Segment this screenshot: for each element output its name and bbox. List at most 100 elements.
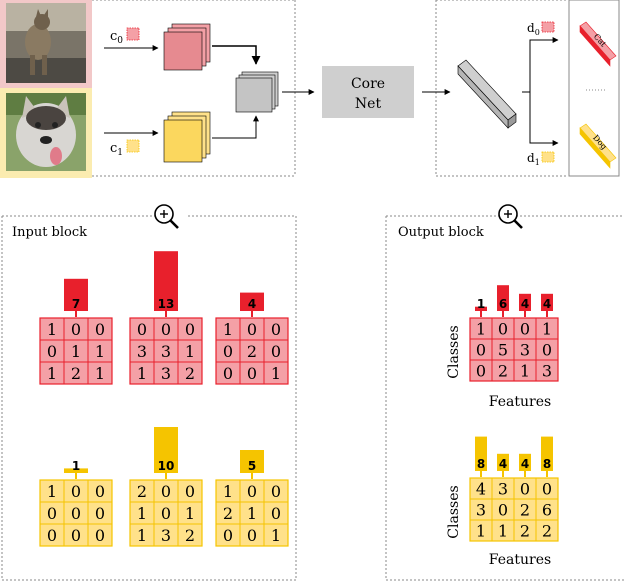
output-red-cell-value: 1: [476, 320, 486, 339]
output-red-bar: [541, 293, 553, 311]
output-yellow-bar: [497, 453, 509, 471]
output-red-cell-value: 0: [476, 341, 486, 360]
input-yellow-cell-value: 3: [161, 526, 171, 545]
c1-label: c1: [110, 141, 123, 158]
input-red-cell-value: 0: [223, 364, 233, 383]
input-red-cell-value: 1: [137, 364, 147, 383]
output-yellow-cell-value: 2: [520, 501, 530, 520]
core-net-label-1: Core: [351, 76, 385, 92]
output-red-bar: [497, 285, 509, 311]
output-yellow-cell-value: 2: [520, 522, 530, 541]
input-red-cell-value: 1: [95, 364, 105, 383]
output-yellow-ylabel: Classes: [446, 485, 462, 538]
input-red-bar-label: 4: [248, 297, 256, 311]
red-feature-stack: [163, 23, 211, 71]
input-red-cell-value: 3: [137, 342, 147, 361]
output-yellow-cell-value: 0: [542, 480, 552, 499]
output-yellow-cell-value: 4: [476, 480, 486, 499]
input-yellow-cell-value: 1: [185, 504, 195, 523]
input-red-cell-value: 1: [95, 342, 105, 361]
input-red-cell-value: 0: [271, 342, 281, 361]
input-red-cell-value: 1: [271, 364, 281, 383]
input-red-cell-value: 0: [247, 320, 257, 339]
output-yellow-bar-label: 4: [499, 457, 507, 471]
core-net-label-2: Net: [355, 96, 382, 112]
output-yellow-bar: [519, 453, 531, 471]
input-red-cell-value: 2: [71, 364, 81, 383]
input-yellow-bar-label: 5: [248, 459, 256, 473]
cat-photo-icon: [6, 3, 86, 83]
output-yellow-cell-value: 2: [542, 522, 552, 541]
output-yellow-bar-label: 8: [543, 457, 551, 471]
input-yellow-cell-value: 0: [95, 504, 105, 523]
input-yellow-grid-bg: [215, 479, 289, 547]
c0-label: c0: [110, 29, 123, 46]
input-red-bar: [64, 278, 88, 311]
input-yellow-cell-value: 0: [71, 504, 81, 523]
c0-grid-icon: [126, 27, 140, 41]
input-yellow-cell-value: 2: [137, 482, 147, 501]
output-yellow-bar-label: 8: [477, 457, 485, 471]
input-images-panel: [0, 0, 92, 178]
output-yellow-cell-value: 1: [498, 522, 508, 541]
output-red-bar-label: 4: [521, 297, 529, 311]
input-red-cell-value: 0: [137, 320, 147, 339]
arrow-d0: [529, 37, 559, 92]
input-yellow-cell-value: 0: [185, 482, 195, 501]
core-net-box: [322, 66, 414, 118]
input-yellow-cell-value: 0: [247, 482, 257, 501]
output-red-cell-value: 2: [498, 362, 508, 381]
yellow-feature-stack: [163, 111, 211, 163]
magnifier-plus-icon[interactable]: [498, 204, 523, 229]
input-yellow-cell-value: 0: [95, 482, 105, 501]
magnifier-plus-icon[interactable]: [154, 204, 179, 229]
input-red-cell-value: 0: [223, 342, 233, 361]
input-red-cell-value: 1: [223, 320, 233, 339]
input-red-cell-value: 0: [161, 320, 171, 339]
output-yellow-cell-value: 0: [520, 480, 530, 499]
input-red-cell-value: 0: [47, 342, 57, 361]
arrow-red-merge: [212, 45, 261, 65]
input-red-bar-label: 7: [72, 297, 80, 311]
input-yellow-cell-value: 1: [137, 504, 147, 523]
input-yellow-bar: [64, 468, 88, 473]
output-red-cell-value: 3: [520, 341, 530, 360]
input-yellow-cell-value: 0: [161, 504, 171, 523]
input-red-cell-value: 0: [271, 320, 281, 339]
output-yellow-cell-value: 3: [498, 480, 508, 499]
input-red-cell-value: 2: [185, 364, 195, 383]
arrow-d1: [529, 92, 559, 146]
output-yellow-bar: [475, 436, 487, 471]
input-red-cell-value: 0: [247, 364, 257, 383]
output-red-cell-value: 5: [498, 341, 508, 360]
input-yellow-cell-value: 2: [223, 504, 233, 523]
input-yellow-cell-value: 0: [47, 526, 57, 545]
input-yellow-grid-bg: [129, 479, 203, 547]
input-red-grid-bg: [39, 317, 113, 385]
dog-photo-icon: [6, 93, 86, 171]
output-yellow-cell-value: 0: [498, 501, 508, 520]
input-red-cell-value: 0: [71, 320, 81, 339]
c1-grid-icon: [126, 139, 140, 153]
input-yellow-cell-value: 1: [137, 526, 147, 545]
output-red-xlabel: Features: [489, 394, 551, 410]
output-red-cell-value: 1: [542, 320, 552, 339]
dense-layer-slab: [457, 59, 517, 129]
input-yellow-cell-value: 1: [47, 482, 57, 501]
dog-output-slab: [579, 123, 617, 169]
output-red-bar-label: 1: [477, 297, 485, 311]
input-red-grid-bg: [215, 317, 289, 385]
output-yellow-cell-value: 3: [476, 501, 486, 520]
input-yellow-bar-label: 10: [158, 459, 175, 473]
input-red-cell-value: 0: [185, 320, 195, 339]
cat-output-slab: [579, 21, 617, 67]
input-yellow-cell-value: 0: [47, 504, 57, 523]
merged-feature-stack: [235, 71, 279, 113]
output-yellow-bar-label: 4: [521, 457, 529, 471]
output-yellow-cell-value: 1: [476, 522, 486, 541]
output-yellow-bar: [541, 436, 553, 471]
output-red-bar: [475, 306, 487, 311]
